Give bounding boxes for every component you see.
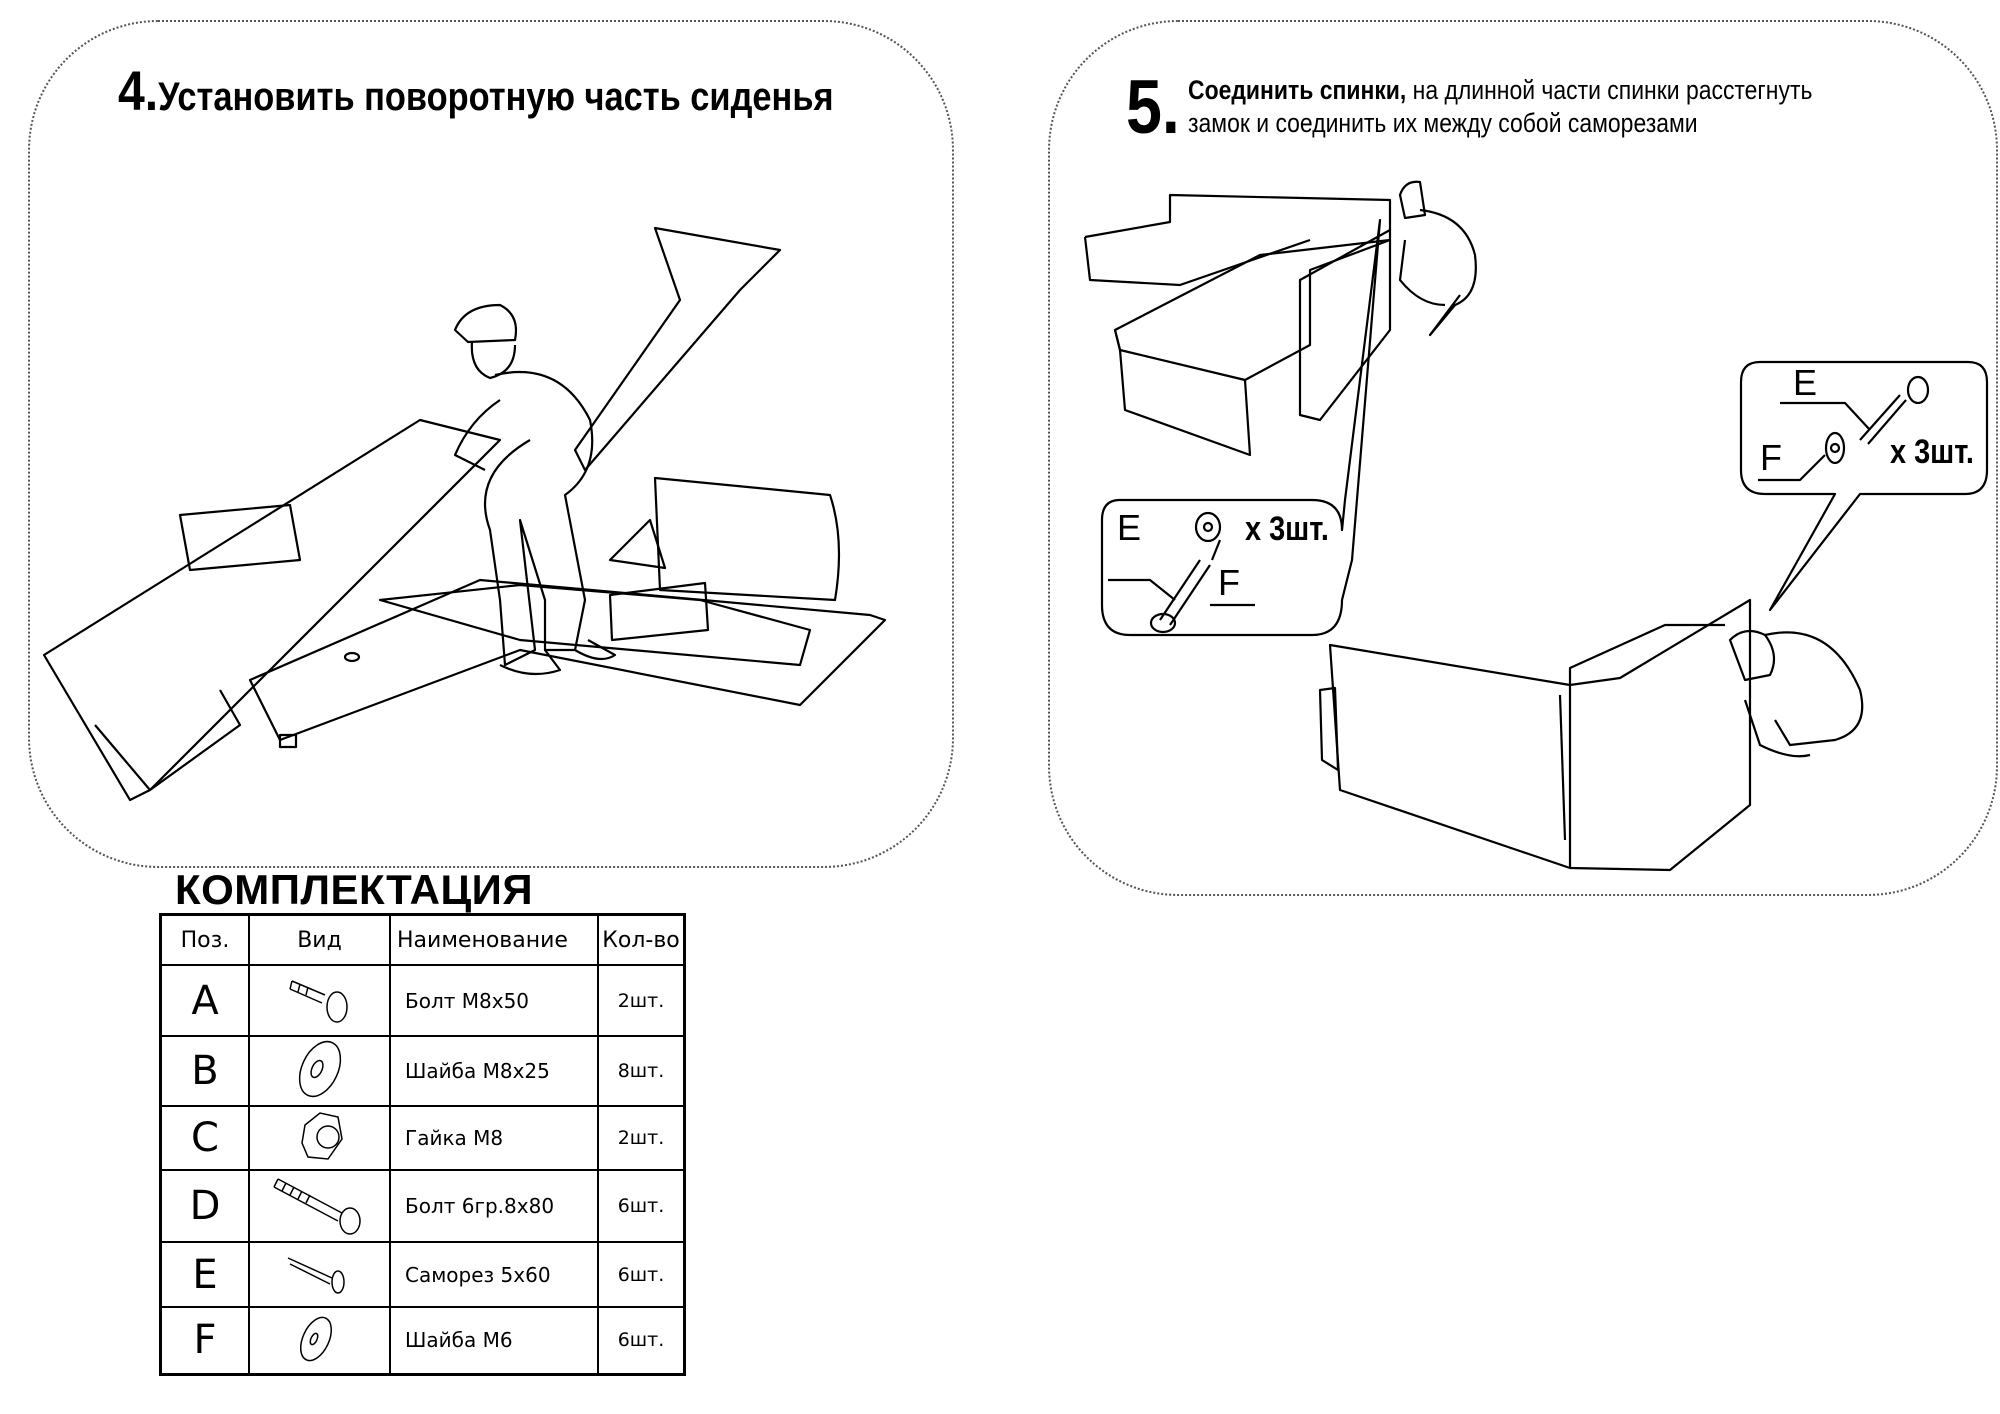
table-header-row: Поз. Вид Наименование Кол-во: [159, 913, 686, 966]
row-pos: C: [159, 1105, 250, 1171]
carriage-bolt-icon: [288, 979, 348, 1023]
row-qty: 6шт.: [597, 1169, 686, 1243]
row-name: Болт 6гр.8х80: [389, 1169, 599, 1243]
table-row: F Шайба М6 6шт.: [159, 1306, 686, 1375]
row-name: Гайка М8: [389, 1105, 599, 1171]
step5-title-bold: Соединить спинки,: [1188, 75, 1407, 105]
table-row: E Саморез 5х60 6шт.: [159, 1241, 686, 1308]
row-name: Саморез 5х60: [389, 1241, 599, 1308]
screw-e-left: [1108, 559, 1211, 634]
small-washer-icon: [299, 1316, 332, 1362]
washer-f-right: [1758, 431, 1846, 482]
row-name: Шайба М6: [389, 1306, 599, 1375]
row-pos: F: [159, 1306, 250, 1375]
step4-sofa-illustration: [42, 226, 887, 802]
step5-heading: Соединить спинки, на длинной части спинк…: [1188, 74, 1812, 140]
header-name: Наименование: [389, 913, 599, 966]
header-view: Вид: [248, 913, 391, 966]
row-qty: 8шт.: [597, 1035, 686, 1107]
row-qty: 6шт.: [597, 1306, 686, 1375]
screw-e-right: [1780, 375, 1930, 445]
table-row: B Шайба М8х25 8шт.: [159, 1035, 686, 1107]
hex-bolt-icon: [272, 1178, 361, 1235]
step4-heading: 4.Установить поворотную часть сиденья: [118, 58, 834, 123]
row-pos: E: [159, 1241, 250, 1308]
step4-number: 4.: [118, 59, 159, 122]
callout-right-f-label: F: [1760, 437, 1782, 478]
step5-bottom-sofa-illustration: [1318, 598, 1752, 872]
step5-number: 5.: [1126, 65, 1180, 150]
callout-right-qty: x 3шт.: [1890, 433, 1974, 471]
row-name: Болт М8х50: [389, 964, 599, 1037]
kit-title: КОМПЛЕКТАЦИЯ: [175, 866, 534, 913]
table-row: C Гайка М8 2шт.: [159, 1105, 686, 1171]
callout-right-e-label: E: [1793, 362, 1818, 403]
step5-panel: [1048, 20, 1998, 896]
table-row: A Болт М8х50 2шт.: [159, 964, 686, 1037]
row-pos: A: [159, 964, 250, 1037]
header-pos: Поз.: [159, 913, 250, 966]
callout-right-bubble: [1739, 360, 1989, 612]
step5-top-sofa-illustration: [1083, 193, 1392, 457]
step4-panel: [28, 20, 954, 868]
callout-left-f-label: F: [1218, 562, 1240, 603]
row-qty: 6шт.: [597, 1241, 686, 1308]
hex-nut-icon: [300, 1112, 343, 1160]
row-qty: 2шт.: [597, 1105, 686, 1171]
row-qty: 2шт.: [597, 964, 686, 1037]
kit-table: Поз. Вид Наименование Кол-во A Болт М8х5…: [159, 913, 686, 1376]
worker-figure-step5-bottom: [1728, 629, 1864, 758]
washer-f-left: [1194, 511, 1255, 607]
worker-figure-step5-top: [1398, 180, 1477, 337]
callout-left-qty: x 3шт.: [1245, 510, 1329, 548]
wood-screw-icon: [287, 1256, 345, 1294]
row-pos: B: [159, 1035, 250, 1107]
row-pos: D: [159, 1169, 250, 1243]
row-name: Шайба М8х25: [389, 1035, 599, 1107]
header-qty: Кол-во: [597, 913, 686, 966]
worker-figure-step4: [453, 303, 617, 676]
step5-title-line2: замок и соединить их между собой саморез…: [1188, 108, 1698, 138]
step4-title: Установить поворотную часть сиденья: [158, 75, 834, 119]
callout-left-e-label: E: [1117, 507, 1142, 548]
step5-title-rest: на длинной части спинки расстегнуть: [1406, 75, 1813, 105]
callout-left-bubble: [1100, 218, 1382, 637]
large-washer-icon: [298, 1040, 341, 1098]
table-row: D Болт 6гр.8х80 6шт.: [159, 1169, 686, 1243]
